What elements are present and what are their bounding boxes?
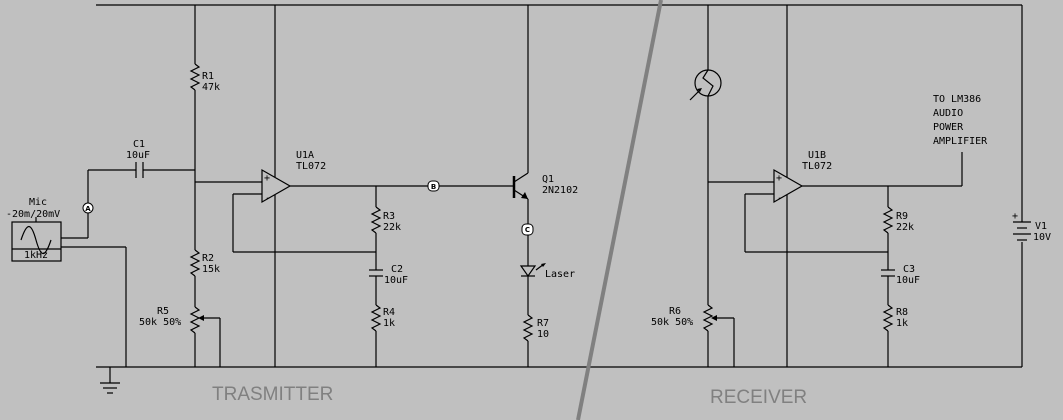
r3-name: R3 [383,211,395,222]
u1a-part: TL072 [296,161,326,172]
top-rail [96,4,1023,367]
q1-part: 2N2102 [542,185,578,196]
mic-freq: 1kHz [24,250,48,261]
r5-value: 50k 50% [139,317,181,328]
probe-a-label: A [85,205,91,213]
mic-range: -20m/20mV [6,209,60,220]
resistor-r1 [189,5,201,250]
resistor-r9 [882,186,894,270]
laser-diode [519,263,546,315]
r6-name: R6 [669,306,681,317]
r9-name: R9 [896,211,908,222]
r9-value: 22k [896,222,914,233]
capacitor-c1 [88,162,195,178]
section-label-transmitter: TRASMITTER [212,384,333,405]
resistor-r3 [370,186,382,270]
laser-name: Laser [545,269,575,280]
section-divider [576,0,663,420]
u1b-part: TL072 [802,161,832,172]
r8-value: 1k [896,318,908,329]
r3-value: 22k [383,222,401,233]
r7-name: R7 [537,318,549,329]
probe-c-label: C [525,226,530,234]
c1-name: C1 [133,139,145,150]
opamp-u1b [708,5,963,367]
note-line-4: AMPLIFIER [933,136,988,147]
c2-value: 10uF [384,275,408,286]
section-label-receiver: RECEIVER [710,387,807,408]
u1b-name: U1B [808,150,826,161]
ground-rail [96,366,1022,394]
note-line-3: POWER [933,122,964,133]
r2-name: R2 [202,253,214,264]
potentiometer-r6 [702,304,735,367]
probe-b-label: B [431,183,436,191]
r1-name: R1 [202,71,214,82]
capacitor-c2 [369,269,383,305]
r4-value: 1k [383,318,395,329]
resistor-r2 [189,249,201,307]
v1-name: V1 [1035,221,1047,232]
note-line-1: TO LM386 [933,94,981,105]
capacitor-c3 [881,269,895,305]
u1b-minus: - [777,193,783,204]
r4-name: R4 [383,307,395,318]
r6-value: 50k 50% [651,317,693,328]
c2-name: C2 [391,264,403,275]
resistor-r8 [882,304,894,367]
opamp-u1a [195,5,428,367]
u1b-plus: + [776,173,782,184]
u1a-minus: - [265,193,271,204]
r1-value: 47k [202,82,220,93]
mic-name: Mic [29,197,47,208]
photodiode-sensor [689,5,722,305]
probe-a: A [82,202,94,214]
u1a-name: U1A [296,150,314,161]
c3-name: C3 [903,264,915,275]
r5-name: R5 [157,306,169,317]
q1-name: Q1 [542,174,554,185]
resistor-r7 [522,314,534,367]
resistor-r4 [370,304,382,367]
probe-b: B [427,180,514,192]
u1a-plus: + [264,173,270,184]
note-line-2: AUDIO [933,108,963,119]
transistor-q1 [512,5,529,224]
v1-plus: + [1012,211,1018,222]
c3-value: 10uF [896,275,920,286]
r7-value: 10 [537,329,549,340]
potentiometer-r5 [189,306,221,367]
probe-c: C [521,223,534,266]
r2-value: 15k [202,264,220,275]
c1-value: 10uF [126,150,150,161]
v1-value: 10V [1033,232,1051,243]
battery-v1 [1013,221,1031,241]
r8-name: R8 [896,307,908,318]
